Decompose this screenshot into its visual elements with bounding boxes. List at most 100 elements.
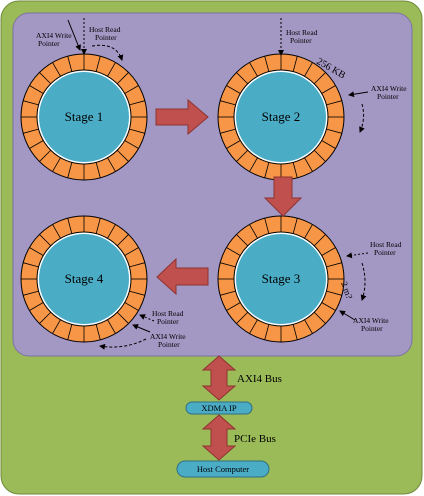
ring-segment-divider — [52, 224, 61, 239]
ring-segment-divider — [292, 162, 298, 178]
ring-segment-divider — [67, 162, 73, 178]
ring-segment-divider — [124, 247, 139, 256]
s2-direction-arc — [359, 103, 365, 133]
ring-segment-divider — [23, 100, 39, 106]
stage-2-label: Stage 2 — [262, 109, 301, 124]
axi4-bus-label: AXI4 Bus — [237, 373, 282, 385]
ring-segment-divider — [67, 324, 73, 340]
s2-axi4-write-line1: AXI4 Write — [371, 84, 407, 93]
s3-axi4-write-pointer-label: AXI4 Write Pointer — [353, 316, 390, 333]
s3-write-pointer-line — [339, 310, 356, 321]
ring-segment-divider — [29, 140, 44, 149]
stage-3-label: Stage 3 — [262, 271, 301, 286]
xdma-ip-label: XDMA IP — [201, 403, 236, 413]
ring-segment-divider — [23, 290, 39, 296]
ring-segment-divider — [39, 149, 52, 162]
ring-segment-divider — [39, 311, 52, 324]
s2-write-pointer-line — [348, 91, 369, 98]
ring-segment-divider — [116, 72, 129, 85]
s2-host-read-line2: Pointer — [290, 36, 312, 45]
ring-segment-divider — [39, 72, 52, 85]
s4-axi4-write-line2: Pointer — [158, 340, 180, 349]
ring-segment-divider — [326, 262, 342, 268]
ring-segment-divider — [23, 262, 39, 268]
xdma-ip-box — [185, 401, 253, 415]
s4-write-pointer-line — [132, 324, 151, 333]
flow-arrow-2-to-3 — [263, 176, 303, 217]
s1-axi4-write-pointer-label: AXI4 Write Pointer — [36, 31, 73, 48]
ring-segment-divider — [95, 324, 101, 340]
stage-2-core — [236, 72, 326, 162]
ring-segment-divider — [226, 85, 241, 94]
s1-axi4-write-line2: Pointer — [38, 39, 60, 48]
s3-host-read-line1: Host Read — [370, 240, 402, 249]
ring-segment-divider — [220, 290, 236, 296]
ring-segment-divider — [264, 324, 270, 340]
ring-segment-divider — [321, 247, 336, 256]
host-computer-box — [176, 460, 270, 478]
ring-segment-divider — [249, 62, 258, 77]
ring-segment-divider — [304, 62, 313, 77]
ring-segment-divider — [292, 218, 298, 234]
ring-segment-divider — [29, 85, 44, 94]
ring-segment-divider — [249, 224, 258, 239]
ring-segment-divider — [226, 140, 241, 149]
ring-segment-divider — [129, 262, 145, 268]
ring-segment-divider — [264, 162, 270, 178]
ring-segment-divider — [124, 140, 139, 149]
ring-segment-divider — [321, 140, 336, 149]
ring-segment-divider — [264, 218, 270, 234]
ring-segment-divider — [249, 157, 258, 172]
ring-segment-divider — [116, 311, 129, 324]
ring-segment-divider — [220, 262, 236, 268]
ring-segment-divider — [39, 234, 52, 247]
ring-segment-divider — [107, 319, 116, 334]
ring-segment-divider — [313, 72, 326, 85]
ring-segment-divider — [313, 149, 326, 162]
flow-arrow-3-to-4 — [156, 257, 209, 296]
s3-axi4-write-line2: Pointer — [361, 324, 383, 333]
s4-host-read-line1: Host Read — [152, 309, 184, 318]
s1-host-read-pointer-label: Host Read Pointer — [89, 25, 122, 42]
s3-read-pointer-line — [346, 252, 369, 259]
ring-segment-divider — [313, 311, 326, 324]
ring-segment-divider — [226, 247, 241, 256]
stage-3-ring-buffer — [217, 215, 345, 343]
pcie-bus-label: PCIe Bus — [234, 433, 276, 445]
ring-segment-divider — [107, 157, 116, 172]
s2-axi4-write-pointer-label: AXI4 Write Pointer — [371, 84, 408, 101]
stage-1-ring-buffer — [20, 53, 148, 181]
s1-write-pointer-line — [67, 19, 81, 51]
s2-host-read-pointer-label: Host Read Pointer — [286, 28, 319, 45]
ring-segment-divider — [116, 149, 129, 162]
s4-axi4-write-line1: AXI4 Write — [150, 332, 186, 341]
ring-segment-divider — [52, 319, 61, 334]
ring-segment-divider — [326, 290, 342, 296]
ring-segment-divider — [292, 56, 298, 72]
ring-segment-divider — [67, 56, 73, 72]
ring-segment-divider — [95, 56, 101, 72]
ring-segment-divider — [124, 85, 139, 94]
ring-segment-divider — [249, 319, 258, 334]
ring-segment-divider — [95, 218, 101, 234]
s4-host-read-line2: Pointer — [157, 317, 179, 326]
ring-segment-divider — [129, 290, 145, 296]
ring-segment-divider — [29, 302, 44, 311]
pcie-bus-arrow — [201, 414, 237, 461]
ring-segment-divider — [67, 218, 73, 234]
s1-axi4-write-line1: AXI4 Write — [36, 31, 72, 40]
ring-segment-divider — [107, 62, 116, 77]
ring-segment-divider — [326, 128, 342, 134]
ring-segment-divider — [52, 157, 61, 172]
ring-segment-divider — [313, 234, 326, 247]
ring-segment-divider — [304, 224, 313, 239]
ring-segment-divider — [236, 234, 249, 247]
ring-segment-divider — [95, 162, 101, 178]
flow-arrow-1-to-2 — [155, 98, 209, 136]
ring-segment-divider — [236, 149, 249, 162]
ring-segment-divider — [321, 85, 336, 94]
ring-segment-divider — [304, 157, 313, 172]
ring-segment-divider — [220, 100, 236, 106]
s1-host-read-line2: Pointer — [95, 33, 117, 42]
ring-segment-divider — [129, 128, 145, 134]
